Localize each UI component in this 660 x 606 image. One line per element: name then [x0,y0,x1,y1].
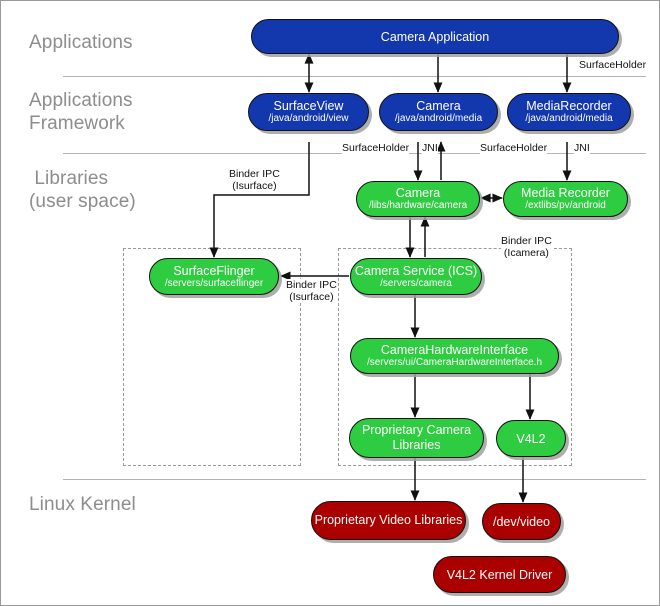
layer-label-applications: Applications [29,32,133,53]
node-camera-lib[interactable]: Camera /libs/hardware/camera [356,181,480,217]
node-title: Camera Service (ICS) [354,263,478,278]
node-proprietary-video-libraries[interactable]: Proprietary Video Libraries [311,501,466,540]
node-subtitle: /servers/camera [380,277,452,289]
node-subtitle: /servers/surfaceflinger [164,277,264,289]
node-camera-application[interactable]: Camera Application [251,19,619,54]
edge-label-surfaceholder-camera: SurfaceHolder [342,142,410,154]
node-title: MediaRecorder [526,99,612,113]
node-title: V4L2 Kernel Driver [446,567,553,582]
group-camera-service-process [338,248,572,466]
node-subtitle: /java/android/media [525,113,613,124]
node-title: /dev/video [493,514,550,529]
edge-label-jni-mediarecorder: JNI [574,142,590,154]
node-title: SurfaceView [273,99,344,113]
node-dev-video[interactable]: /dev/video [482,503,561,540]
node-title: Camera [416,99,461,113]
edge-label-jni-camera: JNI [422,142,438,154]
node-surfaceview[interactable]: SurfaceView /java/android/view [248,93,369,131]
node-title: CameraHardwareInterface [380,343,529,357]
node-camera-service[interactable]: Camera Service (ICS) /servers/camera [350,258,482,295]
node-camera-java[interactable]: Camera /java/android/media [379,93,498,131]
node-subtitle: /extlibs/pv/android [525,200,606,211]
layer-label-libraries: Libraries (user space) [29,168,136,212]
node-title: Media Recorder [521,186,610,200]
node-subtitle: /libs/hardware/camera [368,200,468,211]
divider-applications [63,76,646,77]
layer-label-applications-framework: Applications Framework [29,90,133,134]
edge-label-binder-ipc-icamera: Binder IPC (Icamera) [501,235,552,259]
node-media-recorder-lib[interactable]: Media Recorder /extlibs/pv/android [503,181,628,217]
node-v4l2-kernel-driver[interactable]: V4L2 Kernel Driver [433,556,566,593]
node-v4l2[interactable]: V4L2 [496,420,566,457]
layer-label-linux-kernel: Linux Kernel [29,494,136,515]
node-subtitle: /servers/ui/CameraHardwareInterface.h [366,357,543,368]
node-surfaceflinger[interactable]: SurfaceFlinger /servers/surfaceflinger [149,258,279,295]
divider-libraries [63,479,646,480]
node-title: Proprietary Video Libraries [314,513,463,527]
node-title: Camera Application [380,29,490,44]
node-subtitle: /java/android/media [394,113,483,124]
edge-label-surfaceholder-app: SurfaceHolder [579,59,647,71]
node-mediarecorder-java[interactable]: MediaRecorder /java/android/media [507,93,631,131]
node-camerahardwareinterface[interactable]: CameraHardwareInterface /servers/ui/Came… [350,338,559,374]
edge-label-binder-ipc-isurface-mid: Binder IPC (Isurface) [286,279,337,303]
edge-label-surfaceholder-mediarecorder: SurfaceHolder [480,142,548,154]
node-title: SurfaceFlinger [173,263,255,278]
node-title: Camera [395,186,441,200]
edge-label-binder-ipc-isurface-top: Binder IPC (Isurface) [229,168,280,192]
node-proprietary-camera-libraries[interactable]: Proprietary Camera Libraries [349,418,484,458]
node-title: Proprietary Camera Libraries [361,423,472,452]
node-subtitle: /java/android/view [268,113,349,124]
node-title: V4L2 [516,431,546,446]
